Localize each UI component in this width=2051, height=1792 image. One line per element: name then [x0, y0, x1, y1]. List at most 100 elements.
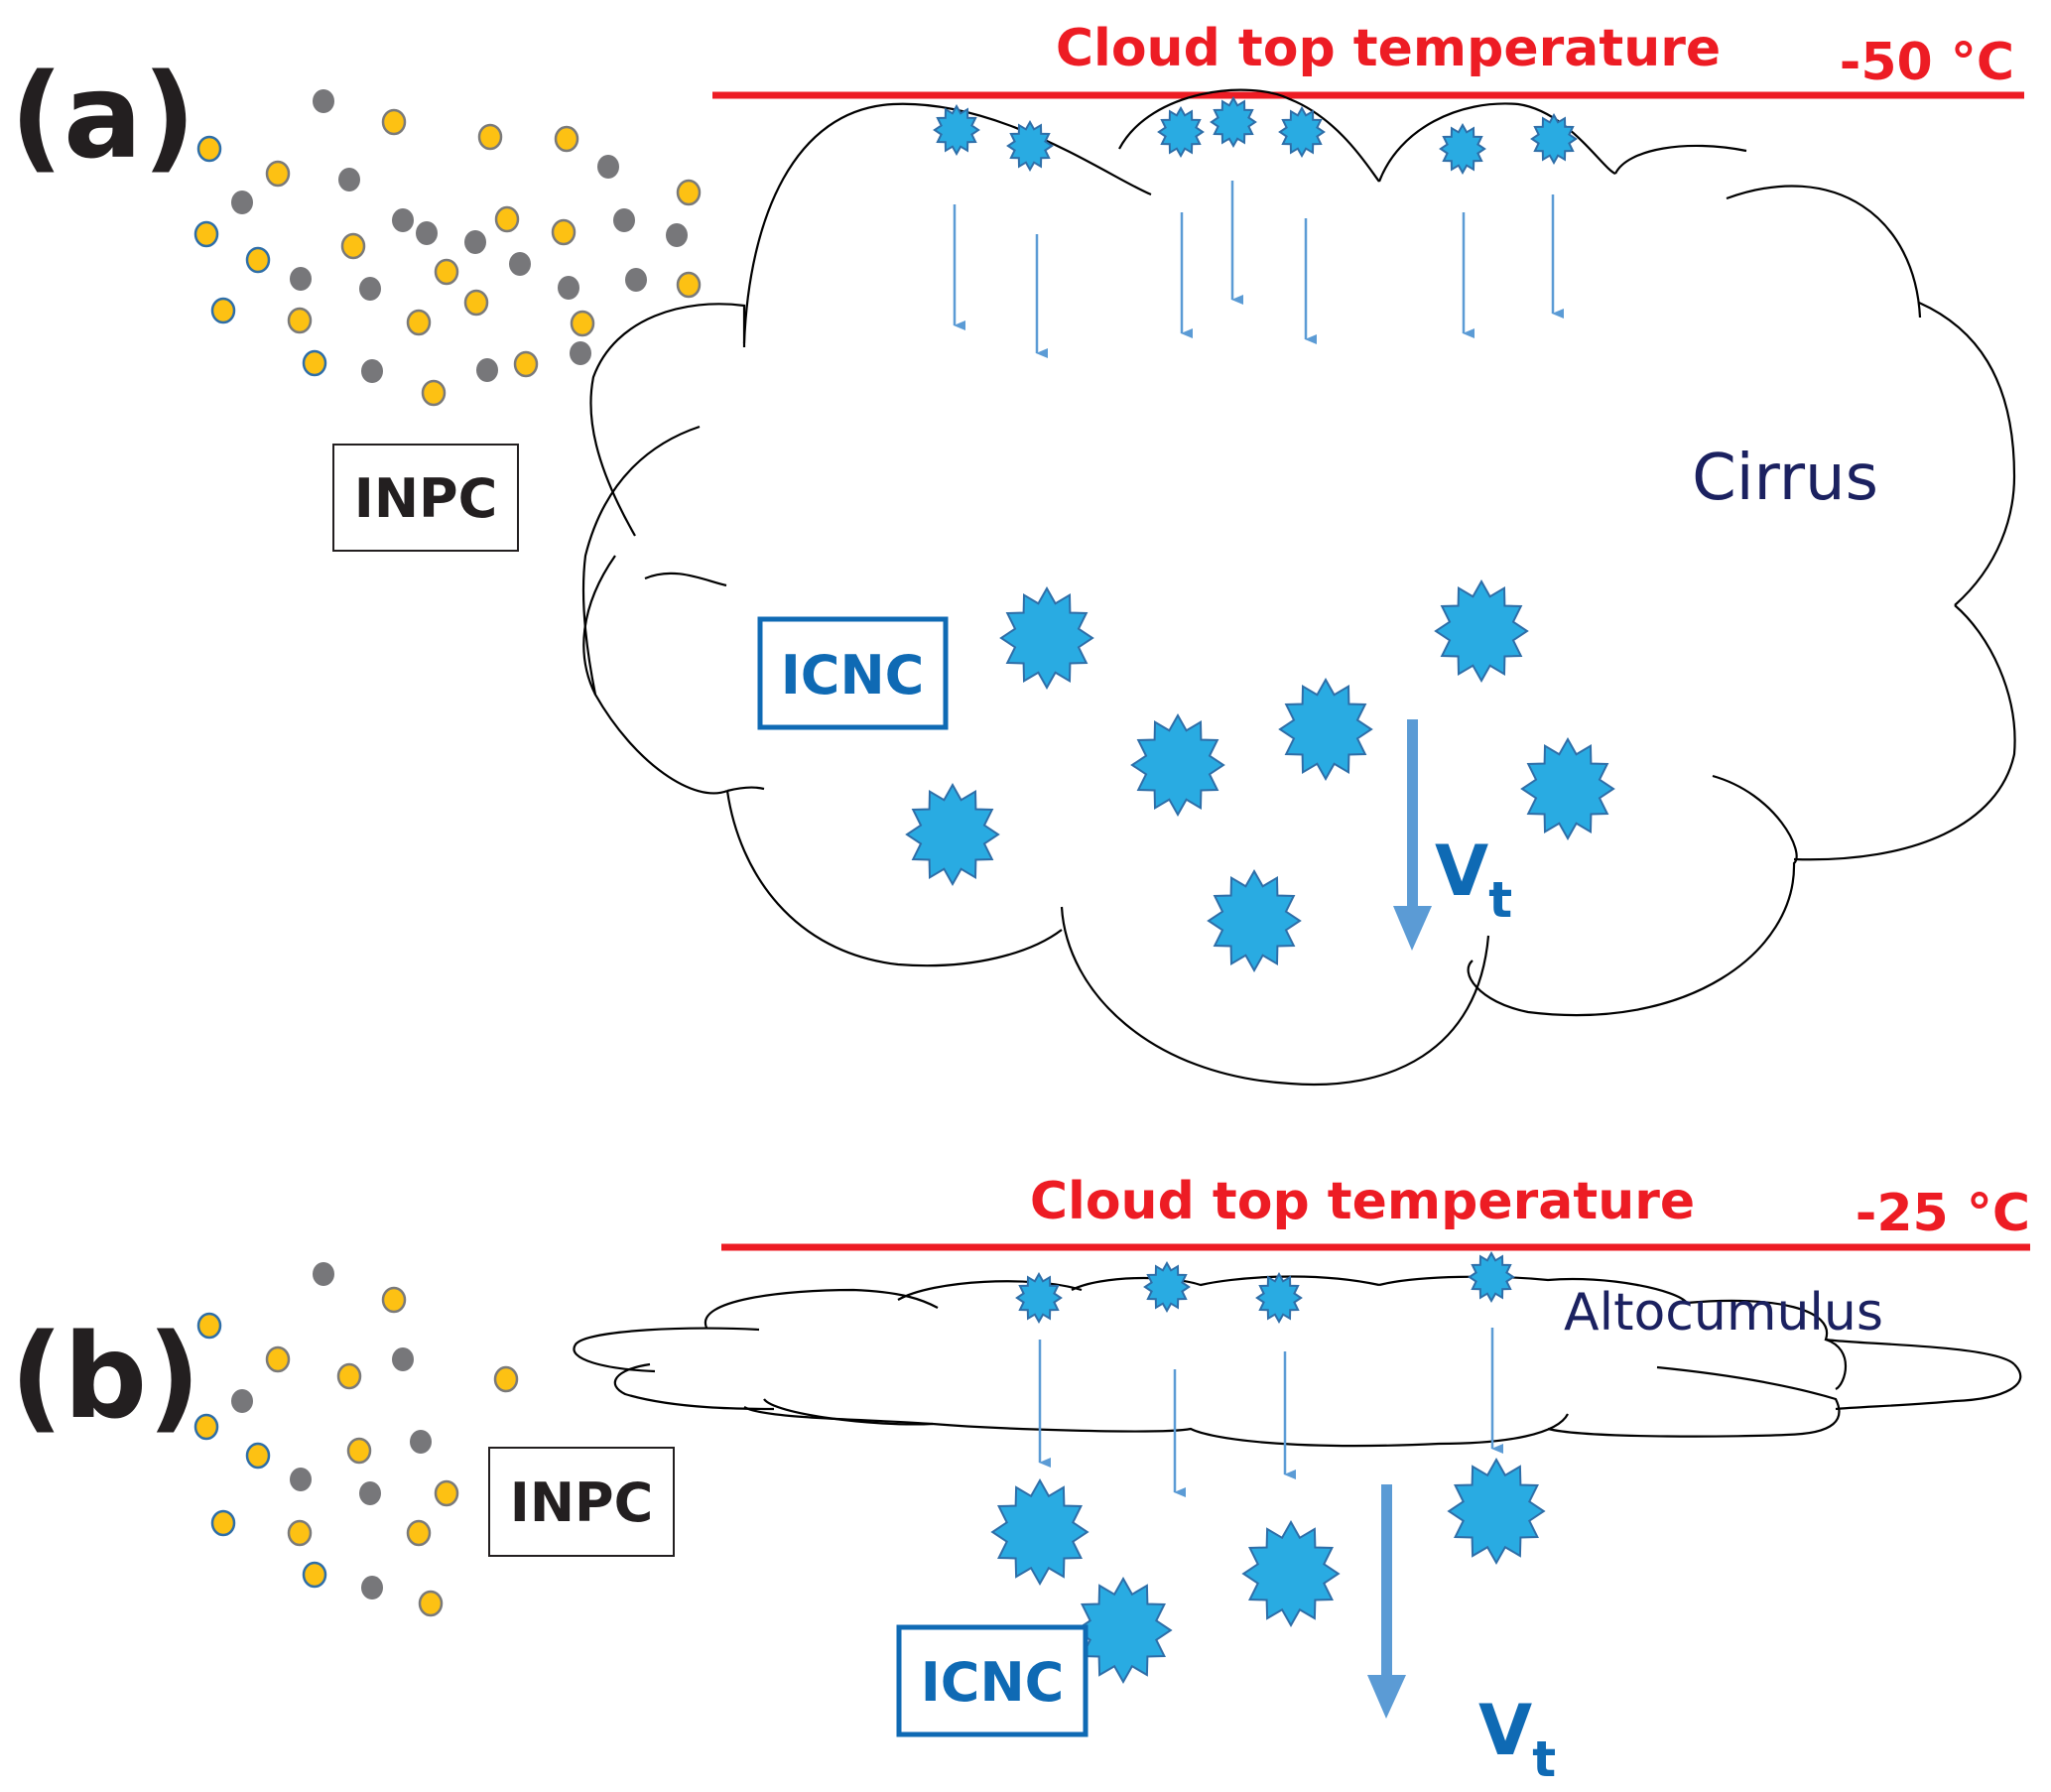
altocumulus-cloud-outline — [573, 1275, 2022, 1448]
aerosol-particle-yellow — [287, 1519, 313, 1547]
small-ice-crystal — [933, 103, 980, 157]
ice-crystal — [1074, 1576, 1173, 1685]
aerosol-particle-yellow — [477, 123, 503, 151]
top-ice-crystals-b — [1015, 1250, 1515, 1325]
inpc-label-a: INPC — [354, 467, 498, 530]
inpc-box-a: INPC — [332, 444, 519, 552]
aerosol-particle-yellow — [418, 1590, 444, 1617]
aerosol-particle-gray — [359, 277, 381, 301]
aerosol-particle-gray — [613, 208, 635, 232]
panel-a: (a) INPC Cloud top temperature -50 °C — [10, 19, 2024, 1086]
small-ice-crystal — [1143, 1260, 1191, 1314]
ice-crystals-a — [905, 578, 1615, 973]
aerosol-particle-gray — [290, 1468, 312, 1491]
ice-crystal — [999, 585, 1094, 691]
aerosol-particle-yellow — [196, 135, 222, 163]
aerosol-particle-gray — [464, 230, 486, 254]
ice-crystal — [990, 1477, 1090, 1587]
aerosol-particle-yellow — [513, 350, 539, 378]
top-ice-crystals-a — [933, 95, 1578, 176]
small-ice-crystal — [1439, 122, 1486, 176]
small-ice-crystal — [1006, 119, 1054, 173]
aerosol-particle-gray — [313, 89, 334, 113]
small-ice-crystal — [1157, 105, 1205, 159]
aerosol-particle-yellow — [245, 246, 271, 274]
aerosol-particle-gray — [570, 341, 591, 365]
aerosol-cluster-b — [193, 1262, 519, 1617]
ice-crystal — [905, 782, 1000, 887]
aerosol-cluster-a — [193, 89, 702, 407]
aerosol-particle-yellow — [302, 1561, 327, 1589]
aerosol-particle-gray — [338, 168, 360, 192]
aerosol-particle-gray — [509, 252, 531, 276]
aerosol-particle-yellow — [551, 218, 577, 246]
aerosol-particle-gray — [625, 268, 647, 292]
aerosol-particle-yellow — [406, 1519, 432, 1547]
aerosol-particle-yellow — [340, 232, 366, 260]
aerosol-particle-yellow — [210, 297, 236, 324]
cloud-top-label-a: Cloud top temperature — [1056, 19, 1721, 78]
cloud-top-value-b: -25 °C — [1856, 1184, 2030, 1243]
panel-label-b: (b) — [10, 1308, 200, 1445]
aerosol-particle-gray — [361, 359, 383, 383]
aerosol-particle-yellow — [245, 1442, 271, 1470]
ice-crystal — [1241, 1519, 1341, 1628]
aerosol-particle-gray — [410, 1430, 432, 1454]
cirrus-cloud-outline — [581, 88, 2016, 1086]
vt-subscript-a: t — [1488, 871, 1512, 929]
cloud-type-label-a: Cirrus — [1692, 442, 1878, 515]
aerosol-particle-yellow — [434, 1479, 459, 1507]
ice-crystals-b — [990, 1457, 1546, 1685]
icnc-box-b: ICNC — [896, 1624, 1089, 1737]
aerosol-particle-yellow — [210, 1509, 236, 1537]
aerosol-particle-gray — [392, 1347, 414, 1371]
aerosol-particle-yellow — [494, 205, 520, 233]
ice-crystal — [1434, 578, 1529, 684]
aerosol-particle-yellow — [554, 125, 579, 153]
panel-b: (b) INPC Cloud top temperature -25 °C Al… — [10, 1172, 2030, 1788]
aerosol-particle-yellow — [346, 1437, 372, 1465]
aerosol-particle-yellow — [676, 179, 702, 206]
icnc-label-a: ICNC — [781, 644, 925, 706]
ice-crystal — [1130, 712, 1225, 818]
aerosol-particle-yellow — [196, 1312, 222, 1340]
aerosol-particle-yellow — [421, 379, 447, 407]
cloud-type-label-b: Altocumulus — [1564, 1283, 1883, 1343]
aerosol-particle-yellow — [676, 271, 702, 299]
aerosol-particle-yellow — [381, 1286, 407, 1314]
ice-crystal — [1207, 868, 1302, 973]
aerosol-particle-yellow — [493, 1365, 519, 1393]
terminal-velocity-arrow-b — [1367, 1484, 1406, 1719]
inpc-box-b: INPC — [488, 1447, 675, 1557]
aerosol-particle-gray — [231, 191, 253, 214]
aerosol-particle-gray — [558, 276, 579, 300]
aerosol-particle-gray — [313, 1262, 334, 1286]
aerosol-particle-gray — [290, 267, 312, 291]
ice-crystal — [1278, 677, 1373, 782]
vt-subscript-b: t — [1532, 1730, 1556, 1788]
aerosol-particle-gray — [392, 208, 414, 232]
ice-crystal — [1447, 1457, 1546, 1566]
sedimentation-arrows-a — [953, 181, 1564, 358]
small-ice-crystal — [1015, 1271, 1063, 1325]
cloud-top-label-b: Cloud top temperature — [1030, 1172, 1695, 1231]
aerosol-particle-yellow — [434, 258, 459, 286]
aerosol-particle-yellow — [302, 349, 327, 377]
small-ice-crystal — [1255, 1271, 1303, 1325]
vt-symbol-b: V — [1478, 1690, 1532, 1771]
aerosol-particle-yellow — [336, 1362, 362, 1390]
small-ice-crystal — [1468, 1250, 1515, 1304]
icnc-label-b: ICNC — [921, 1651, 1065, 1714]
terminal-velocity-label-a: Vt — [1435, 831, 1512, 929]
small-ice-crystal — [1278, 105, 1326, 159]
vt-symbol-a: V — [1435, 831, 1488, 912]
small-ice-crystal — [1210, 95, 1257, 149]
aerosol-particle-gray — [476, 358, 498, 382]
cloud-top-value-a: -50 °C — [1840, 33, 2014, 92]
terminal-velocity-arrow-a — [1393, 719, 1432, 951]
terminal-velocity-label-b: Vt — [1478, 1690, 1556, 1788]
aerosol-particle-gray — [231, 1389, 253, 1413]
aerosol-particle-yellow — [381, 108, 407, 136]
aerosol-particle-gray — [597, 155, 619, 179]
